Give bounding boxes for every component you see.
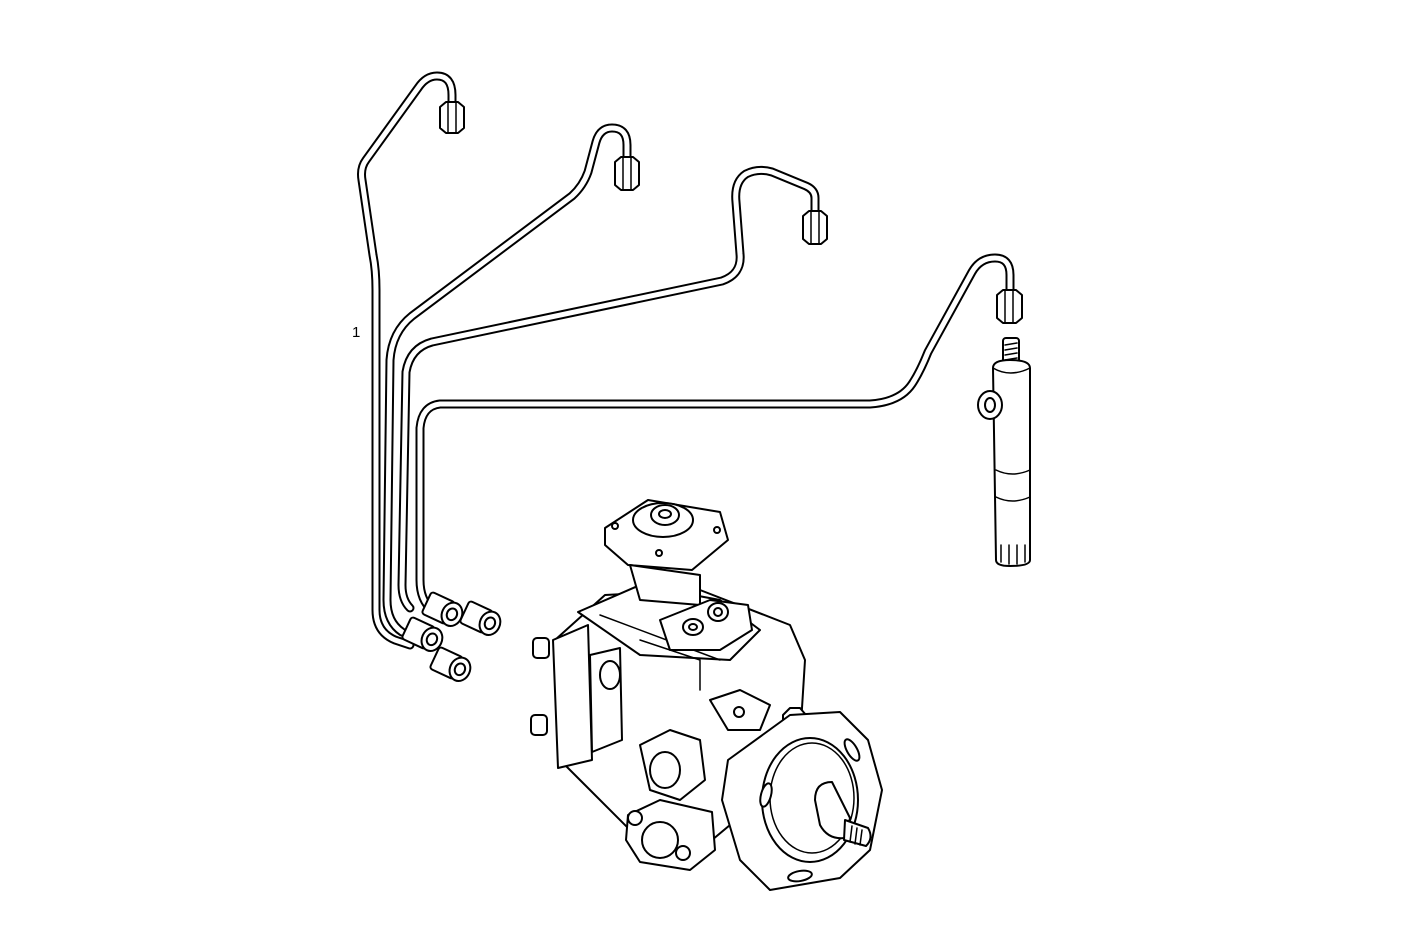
union-nut-icon (614, 156, 640, 191)
injection-pipes[interactable] (357, 71, 1023, 684)
union-nut-icon (996, 289, 1023, 324)
injection-pipe-2[interactable] (382, 123, 640, 637)
callout-label-1: 1 (352, 324, 361, 341)
union-nut-icon (439, 101, 465, 134)
union-nut-icon (802, 210, 828, 245)
injection-pipe-1[interactable] (357, 71, 465, 650)
injection-pipe-3[interactable] (397, 165, 828, 613)
injection-pipe-4[interactable] (415, 253, 1023, 615)
injection-pump[interactable] (530, 499, 883, 891)
injector[interactable] (977, 337, 1031, 567)
pipe-end-fittings (401, 591, 502, 682)
stud-icon (530, 637, 550, 736)
